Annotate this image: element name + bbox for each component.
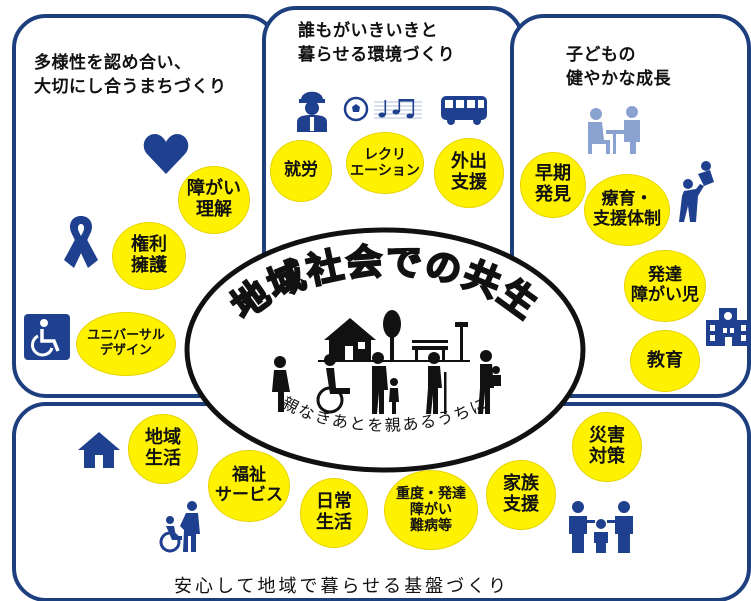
bubble-early-detection-line2: 発見 — [535, 184, 571, 205]
family-icon — [569, 501, 633, 553]
bubble-daily-life: 日常 生活 — [300, 478, 368, 548]
bubble-disaster-prevention-line1: 災害 — [589, 425, 625, 447]
bubble-education-label: 教育 — [647, 349, 683, 371]
bubble-therapy-support-line2: 支援体制 — [593, 209, 661, 229]
bubble-early-detection-line1: 早期 — [535, 163, 571, 185]
bubble-severe-disability-line3: 難病等 — [410, 518, 452, 535]
bubble-family-support-line1: 家族 — [503, 473, 539, 495]
panel-diversity-title-line2: 大切にし合うまちづくり — [34, 77, 227, 97]
bubble-therapy-support: 療育・ 支援体制 — [584, 174, 670, 246]
bubble-developmental-disability-line1: 発達 — [648, 265, 682, 286]
bubble-family-support: 家族 支援 — [486, 460, 556, 530]
consultation-icon — [588, 106, 640, 154]
bubble-disability-understanding-line2: 理解 — [196, 199, 232, 220]
awareness-ribbon-icon — [64, 216, 98, 268]
bubble-welfare-services-line1: 福祉 — [232, 465, 266, 486]
bubble-rights-advocacy-line1: 権利 — [131, 234, 167, 256]
panel-lively-title-line2: 暮らせる環境づくり — [298, 45, 456, 65]
bubble-outing-support-line1: 外出 — [451, 151, 487, 173]
bubble-severe-disability-line1: 重度・発達 — [396, 485, 466, 502]
bubble-recreation: レクリ エーション — [346, 132, 424, 194]
bubble-developmental-disability: 発達 障がい児 — [624, 250, 706, 322]
bubble-disaster-prevention: 災害 対策 — [572, 412, 642, 482]
diverse-people-icon — [272, 350, 501, 414]
school-building-icon — [706, 308, 750, 346]
bubble-family-support-line2: 支援 — [503, 494, 539, 515]
bubble-rights-advocacy: 権利 擁護 — [112, 222, 186, 290]
bubble-severe-disability-line2: 障がい — [410, 501, 452, 518]
bubble-recreation-line2: エーション — [350, 163, 420, 179]
bubble-developmental-disability-line2: 障がい児 — [631, 285, 699, 305]
bubble-education: 教育 — [630, 330, 700, 392]
bubble-recreation-line1: レクリ — [364, 146, 406, 163]
bubble-universal-design-line1: ユニバーサル — [87, 328, 165, 344]
bubble-community-life-line1: 地域 — [145, 427, 181, 449]
bus-icon — [441, 96, 487, 125]
panel-child-title-line2: 健やかな成長 — [566, 69, 671, 89]
bubble-welfare-services-line2: サービス — [215, 485, 283, 505]
bubble-disability-understanding-line1: 障がい — [187, 178, 241, 200]
community-scene-icon — [318, 310, 470, 362]
wheelchair-sign-icon — [24, 314, 70, 360]
panel-child-title-line1: 子どもの — [566, 45, 636, 65]
foundation-title: 安心して地域で暮らせる基盤づくり — [174, 576, 510, 597]
bubble-employment-label: 就労 — [284, 160, 318, 181]
bubble-rights-advocacy-line2: 擁護 — [131, 255, 167, 276]
bubble-universal-design-line2: デザイン — [99, 343, 152, 358]
soccer-ball-icon — [343, 96, 369, 122]
panel-lively-title-line1: 誰もがいきいきと — [298, 21, 438, 41]
bubble-outing-support: 外出 支援 — [434, 138, 504, 208]
bubble-disaster-prevention-line2: 対策 — [589, 446, 625, 467]
bubble-daily-life-line2: 生活 — [316, 512, 352, 533]
bubble-community-life-line2: 生活 — [145, 448, 181, 469]
bubble-therapy-support-line1: 療育・ — [601, 189, 653, 210]
bubble-community-life: 地域 生活 — [128, 414, 198, 484]
bubble-disability-understanding: 障がい 理解 — [178, 166, 250, 234]
bubble-employment: 就労 — [270, 140, 332, 202]
caregiver-wheelchair-icon — [159, 501, 200, 553]
bubble-daily-life-line1: 日常 — [316, 491, 352, 513]
heart-icon — [143, 134, 189, 174]
bubble-welfare-services: 福祉 サービス — [208, 450, 290, 522]
worker-icon — [297, 91, 327, 132]
music-notes-icon — [374, 99, 422, 119]
house-icon — [78, 432, 120, 468]
bubble-severe-disability: 重度・発達 障がい 難病等 — [384, 470, 478, 550]
central-ellipse: 地域社会での共生 親なきあとを親あるうちに — [184, 227, 586, 473]
panel-diversity-title-line1: 多様性を認め合い、 — [34, 53, 192, 73]
parent-child-lift-icon — [679, 161, 714, 222]
bubble-outing-support-line2: 支援 — [451, 172, 487, 193]
bubble-universal-design: ユニバーサル デザイン — [76, 312, 176, 376]
bubble-early-detection: 早期 発見 — [520, 152, 586, 218]
